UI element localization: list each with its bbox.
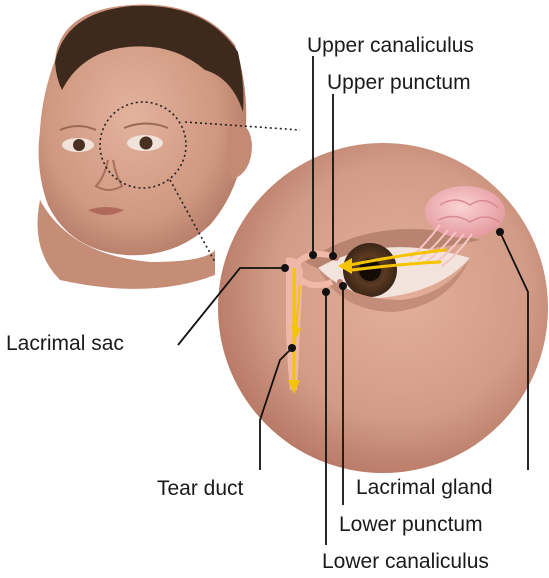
magnified-eye-view: [218, 143, 548, 473]
label-lower-punctum: Lower punctum: [339, 514, 483, 535]
baby-head: [38, 5, 253, 289]
label-tear-duct: Tear duct: [157, 478, 243, 499]
baby-right-iris: [140, 137, 153, 150]
label-upper-punctum: Upper punctum: [327, 72, 471, 93]
label-lower-canaliculus: Lower canaliculus: [322, 551, 489, 572]
label-upper-canaliculus: Upper canaliculus: [307, 35, 474, 56]
label-lacrimal-gland: Lacrimal gland: [356, 477, 493, 498]
label-lacrimal-sac: Lacrimal sac: [6, 333, 124, 354]
baby-ear: [227, 124, 252, 180]
baby-left-iris: [73, 139, 85, 151]
